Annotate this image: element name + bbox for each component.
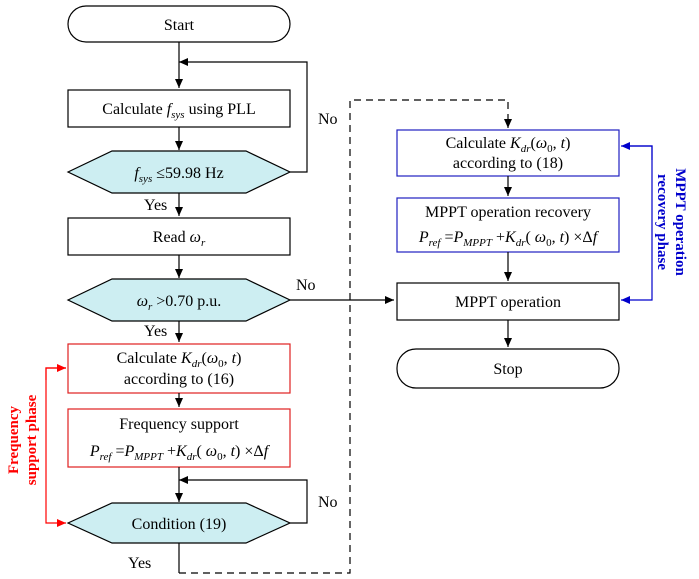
start-label: Start <box>164 17 195 34</box>
label-yes-fsys: Yes <box>144 197 167 214</box>
label-yes-omega: Yes <box>144 323 167 340</box>
recovery-phase-bracket <box>621 145 653 304</box>
freq-support-title: Frequency support <box>119 416 239 433</box>
recovery-phase-label: MPPT operation recovery phase <box>654 168 688 276</box>
freq-support-equation: Pref =PMPPT +Kdr( ω0, t) ×Δf <box>89 443 271 463</box>
stop-terminal <box>396 348 620 389</box>
read-omega-label: Read ωr <box>153 229 206 249</box>
recovery-phase-line2: recovery phase <box>654 174 670 270</box>
freq-phase-bracket <box>45 367 66 527</box>
mppt-operation-box <box>396 282 620 321</box>
freq-phase-bracket-top <box>45 364 66 380</box>
label-yes-cond19: Yes <box>128 555 151 572</box>
cond-omega-label: ωr >0.70 p.u. <box>137 293 222 313</box>
calc-k16-box <box>67 343 291 394</box>
recovery-phase-line1: MPPT operation <box>672 168 688 276</box>
freq-support-box <box>67 408 291 468</box>
read-omega-box <box>67 217 291 256</box>
freq-phase-line1: Frequency <box>6 405 22 474</box>
label-no-cond19: No <box>318 494 338 511</box>
edge-fsys-no-loop <box>179 58 308 173</box>
freq-phase-line2: support phase <box>24 394 40 485</box>
stop-label: Stop <box>493 361 522 378</box>
label-no-omega: No <box>296 277 316 294</box>
mppt-recovery-title: MPPT operation recovery <box>425 204 591 221</box>
edge-cond19-no-loop <box>179 476 308 524</box>
mppt-operation-label: MPPT operation <box>455 294 561 311</box>
recovery-phase-bracket-top <box>621 142 653 160</box>
calc-k18-line1: Calculate Kdr(ω0, t) <box>446 135 571 155</box>
label-no-fsys: No <box>318 111 338 128</box>
calc-k16-line1: Calculate Kdr(ω0, t) <box>117 350 242 370</box>
calc-k16-line2: according to (16) <box>124 371 234 388</box>
mppt-recovery-box <box>396 197 620 253</box>
calc-k18-box <box>396 129 620 177</box>
cond-fsys-label: fsys ≤59.98 Hz <box>134 165 223 185</box>
mppt-recovery-equation: Pref =PMPPT +Kdr( ω0, t) ×Δf <box>418 229 600 249</box>
cond19-label: Condition (19) <box>132 516 227 533</box>
calc-k18-line2: according to (18) <box>453 155 563 172</box>
freq-phase-label: Frequency support phase <box>6 394 40 485</box>
calc-fsys-box <box>67 89 291 128</box>
calc-fsys-label: Calculate fsys using PLL <box>102 101 255 121</box>
edge-dashed-to-recovery <box>179 99 512 574</box>
